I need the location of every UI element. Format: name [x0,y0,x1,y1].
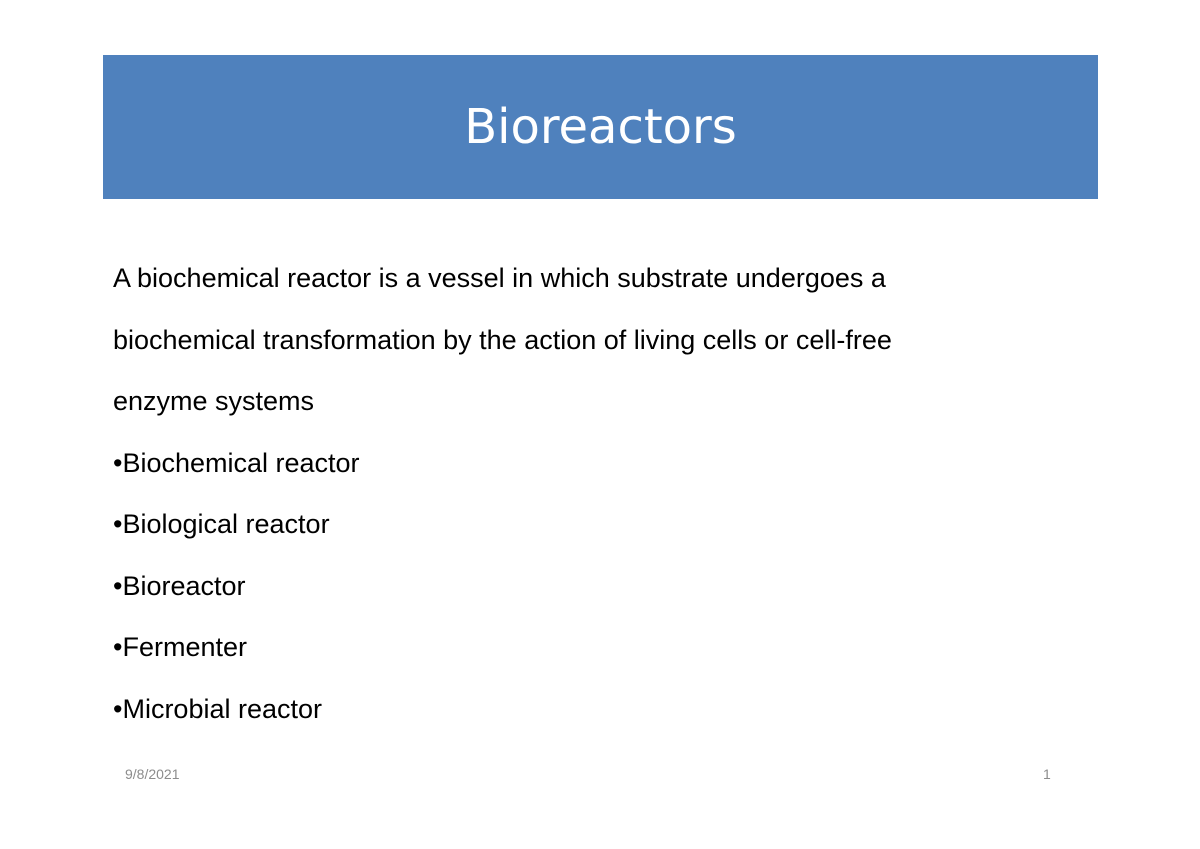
bullet-item: •Biochemical reactor [113,447,360,478]
slide-body: A biochemical reactor is a vessel in whi… [113,248,1073,740]
bullet-item: •Bioreactor [113,570,246,601]
slide-title: Bioreactors [464,99,737,155]
bullet-item: •Fermenter [113,632,247,662]
footer-date: 9/8/2021 [125,766,180,782]
paragraph-line: biochemical transformation by the action… [113,324,892,355]
page-number: 1 [1043,766,1051,782]
bullet-item: •Biological reactor [113,509,330,539]
paragraph-line: A biochemical reactor is a vessel in whi… [113,263,886,293]
bullet-item: •Microbial reactor [113,693,323,724]
title-banner: Bioreactors [103,55,1098,199]
paragraph-line: enzyme systems [113,386,315,416]
